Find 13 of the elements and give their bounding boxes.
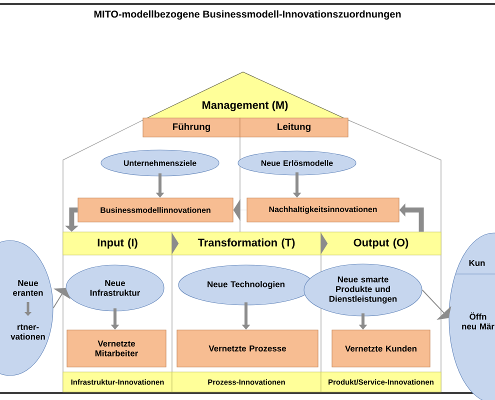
arrow — [422, 290, 452, 320]
arrow — [233, 199, 247, 221]
process-box: Führung — [142, 118, 240, 138]
title: MITO-modellbezogene Businessmodell-Innovationszuordnungen — [94, 10, 401, 20]
process-box: Vernetzte Mitarbeiter — [66, 330, 166, 368]
arrow — [172, 232, 179, 254]
process-box: Vernetzte Prozesse — [176, 330, 318, 368]
process-box: Leitung — [240, 118, 348, 138]
phase-band: Input (I) — [62, 232, 172, 256]
phase-band: Output (O) — [320, 232, 442, 256]
phase-band: Transformation (T) — [172, 232, 322, 256]
arrow — [320, 232, 328, 254]
process-box: Vernetzte Kunden — [332, 330, 430, 368]
